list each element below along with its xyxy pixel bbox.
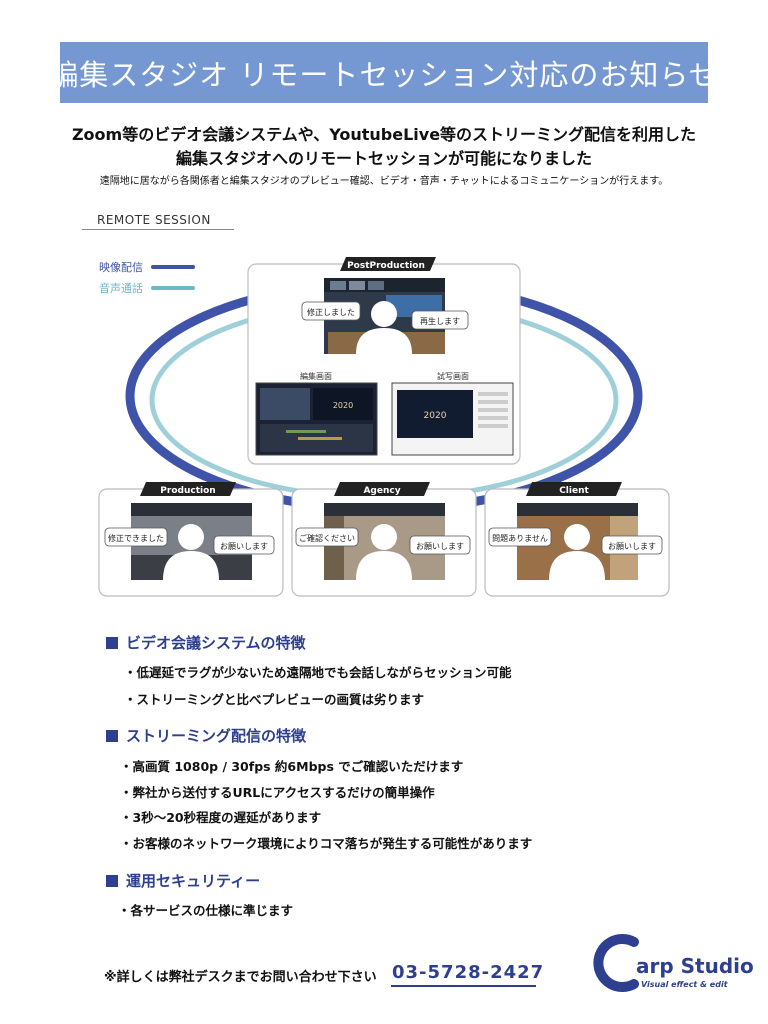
logo-tagline: Visual effect & edit <box>641 980 728 989</box>
production-bubble-left: 修正できました <box>108 533 164 543</box>
heading-square-icon <box>106 730 118 742</box>
client-bubble-left: 問題ありません <box>492 534 548 543</box>
logo-name: arp Studio <box>636 954 754 978</box>
video-conference-item-2: ・ストリーミングと比べプレビューの画質は劣ります <box>124 692 425 707</box>
edit-screen-label: 編集画面 <box>300 371 332 381</box>
post-bubble-right: 再生します <box>420 316 460 326</box>
client-panel: Client 問題ありません お願いします <box>484 482 670 597</box>
section-heading-video-conference: ビデオ会議システムの特徴 <box>106 632 306 653</box>
security-item-1: ・各サービスの仕様に準じます <box>118 903 294 918</box>
streaming-item-3: ・3秒～20秒程度の遅延があります <box>120 810 322 825</box>
phone-underline <box>391 985 536 987</box>
production-label: Production <box>160 486 215 496</box>
phone-number: 03-5728-2427 <box>392 962 545 983</box>
heading-square-icon <box>106 637 118 649</box>
lead-line-2: 編集スタジオへのリモートセッションが可能になりました <box>175 149 592 168</box>
agency-panel: Agency ご確認ください お願いします <box>291 482 477 597</box>
legend-video-label: 映像配信 <box>99 261 143 274</box>
section-heading-security: 運用セキュリティー <box>106 870 260 891</box>
postproduction-label: PostProduction <box>347 261 425 271</box>
legend-video-swatch <box>151 265 195 269</box>
postproduction-panel: PostProduction 修正しました 再生します 編集画面 2020 試写… <box>247 257 521 465</box>
client-label: Client <box>559 486 589 496</box>
remote-session-underline <box>82 229 234 230</box>
agency-label: Agency <box>363 486 400 496</box>
legend-video: 映像配信 <box>99 259 195 275</box>
preview-screen-text: 2020 <box>424 411 447 421</box>
lead-line-3: 遠隔地に居ながら各関係者と編集スタジオのプレビュー確認、ビデオ・音声・チャットに… <box>99 176 669 187</box>
client-bubble-right: お願いします <box>608 542 656 551</box>
lead-line-1: Zoom等のビデオ会議システムや、YoutubeLive等のストリーミング配信を… <box>71 125 697 144</box>
streaming-item-2: ・弊社から送付するURLにアクセスするだけの簡単操作 <box>120 785 435 800</box>
heading-square-icon <box>106 875 118 887</box>
production-bubble-right: お願いします <box>220 542 268 551</box>
agency-bubble-right: お願いします <box>416 542 464 551</box>
remote-session-label: REMOTE SESSION <box>97 213 211 227</box>
legend-audio-swatch <box>151 286 195 290</box>
carp-studio-logo-icon <box>593 934 639 992</box>
legend-audio: 音声通話 <box>99 280 195 296</box>
production-panel: Production 修正できました お願いします <box>98 482 284 597</box>
section-heading-streaming: ストリーミング配信の特徴 <box>106 725 306 746</box>
page-title: 編集スタジオ リモートセッション対応のお知らせ <box>49 57 719 92</box>
streaming-item-4: ・お客様のネットワーク環境によりコマ落ちが発生する可能性があります <box>120 836 533 851</box>
video-conference-item-1: ・低遅延でラグが少ないため遠隔地でも会話しながらセッション可能 <box>124 665 512 680</box>
legend-audio-label: 音声通話 <box>99 282 143 295</box>
title-banner: 編集スタジオ リモートセッション対応のお知らせ <box>49 42 718 103</box>
preview-screen-label: 試写画面 <box>437 371 469 381</box>
post-bubble-left: 修正しました <box>307 307 355 317</box>
edit-screen-text: 2020 <box>333 401 353 410</box>
footer-note: ※詳しくは弊社デスクまでお問い合わせ下さい <box>104 970 377 985</box>
agency-bubble-left: ご確認ください <box>299 533 355 543</box>
streaming-item-1: ・高画質 1080p / 30fps 約6Mbps でご確認いただけます <box>120 759 464 774</box>
